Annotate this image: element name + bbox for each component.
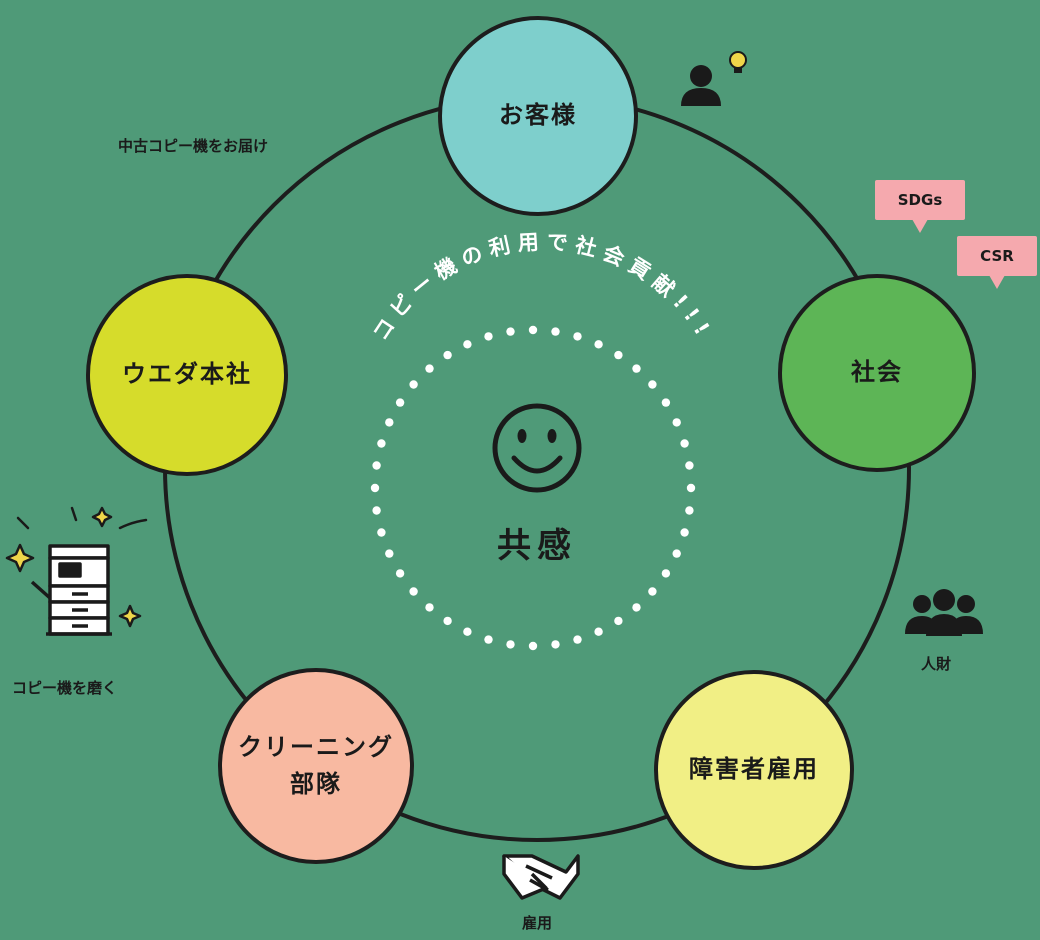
- arc-slogan: コピー機の利用で社会貢献!!!: [368, 230, 718, 345]
- handshake-icon: [502, 854, 580, 900]
- dot: [680, 439, 689, 448]
- dot: [685, 461, 694, 470]
- sparkle-icon: [5, 506, 142, 628]
- dot: [632, 603, 641, 612]
- dot: [425, 364, 434, 373]
- label-employment: 雇用: [522, 914, 553, 932]
- node-cleaning-team: クリーニング 部隊: [218, 668, 414, 864]
- dot: [506, 640, 515, 649]
- dotted-circle: [370, 325, 696, 651]
- dot: [506, 327, 515, 336]
- center-title: 共感: [497, 526, 577, 566]
- label-human-resources: 人財: [921, 655, 952, 673]
- dot: [672, 549, 681, 558]
- dot: [463, 340, 472, 349]
- dot: [425, 603, 434, 612]
- dot: [395, 569, 405, 578]
- node-disability-employment: 障害者雇用: [654, 670, 854, 870]
- dot: [551, 640, 560, 649]
- dot: [528, 325, 538, 335]
- copier-icon: [30, 544, 112, 636]
- group-icon: [905, 589, 983, 636]
- smiley-icon: [492, 403, 582, 493]
- dot: [443, 350, 452, 360]
- dot: [385, 418, 394, 427]
- dot: [573, 635, 582, 644]
- dot: [377, 439, 386, 448]
- dot: [409, 380, 418, 389]
- bubble-csr: CSR: [957, 236, 1037, 289]
- dot: [680, 528, 689, 537]
- dot: [686, 483, 696, 493]
- dot: [594, 627, 603, 636]
- dot: [672, 418, 681, 427]
- dot: [385, 549, 394, 558]
- dot: [661, 398, 671, 407]
- dot: [685, 506, 694, 515]
- dot: [528, 641, 538, 651]
- dot: [594, 340, 603, 349]
- dot: [573, 332, 582, 341]
- dot: [661, 569, 671, 578]
- label-polish: コピー機を磨く: [12, 679, 118, 697]
- label-deliver: 中古コピー機をお届け: [118, 137, 269, 155]
- dot: [648, 587, 657, 596]
- dot: [614, 350, 623, 360]
- dot: [377, 528, 386, 537]
- bubble-sdgs: SDGs: [875, 180, 965, 233]
- node-society: 社会: [778, 274, 976, 472]
- node-ueda-hq: ウエダ本社: [86, 274, 288, 476]
- node-customer: お客様: [438, 16, 638, 216]
- dot: [463, 627, 472, 636]
- motion-lines: [16, 506, 148, 530]
- dot: [372, 506, 381, 515]
- dot: [409, 587, 418, 596]
- dot: [395, 398, 405, 407]
- dot: [443, 616, 452, 626]
- dot: [648, 380, 657, 389]
- dot: [372, 461, 381, 470]
- person-with-idea-icon: [681, 51, 747, 106]
- dot: [614, 616, 623, 626]
- dot: [484, 635, 493, 644]
- dot: [370, 483, 380, 493]
- dot: [484, 332, 493, 341]
- dot: [632, 364, 641, 373]
- dot: [551, 327, 560, 336]
